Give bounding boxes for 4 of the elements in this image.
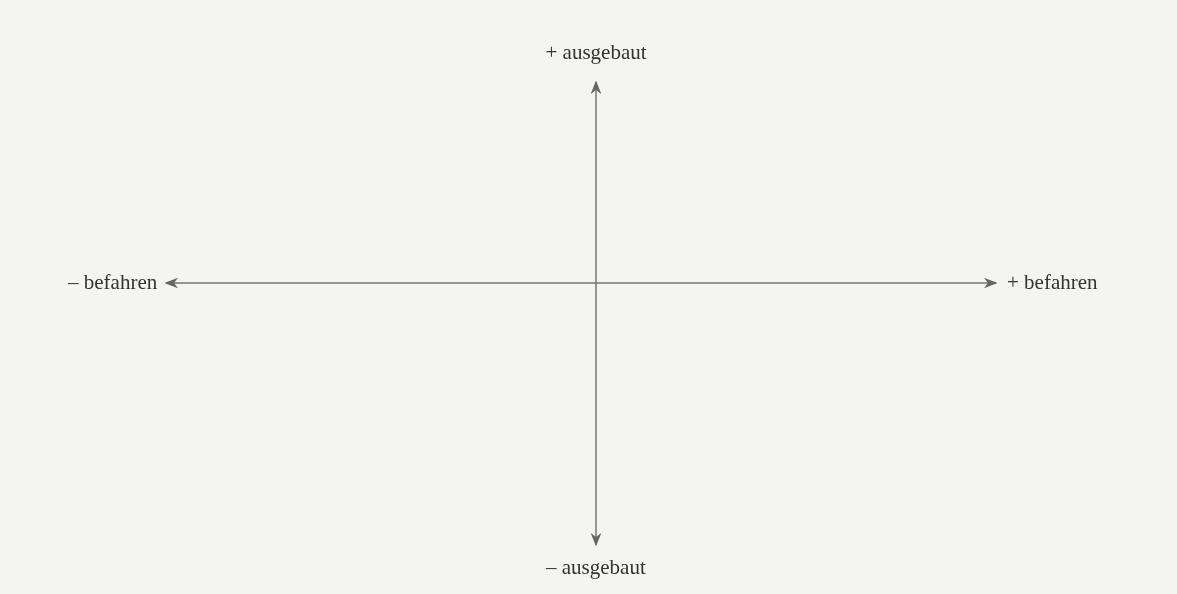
axis-label: + ausgebaut [545, 40, 647, 66]
axis-label: – ausgebaut [546, 555, 646, 581]
axis-label: + befahren [1007, 270, 1098, 296]
axis-label: – befahren [68, 270, 158, 296]
